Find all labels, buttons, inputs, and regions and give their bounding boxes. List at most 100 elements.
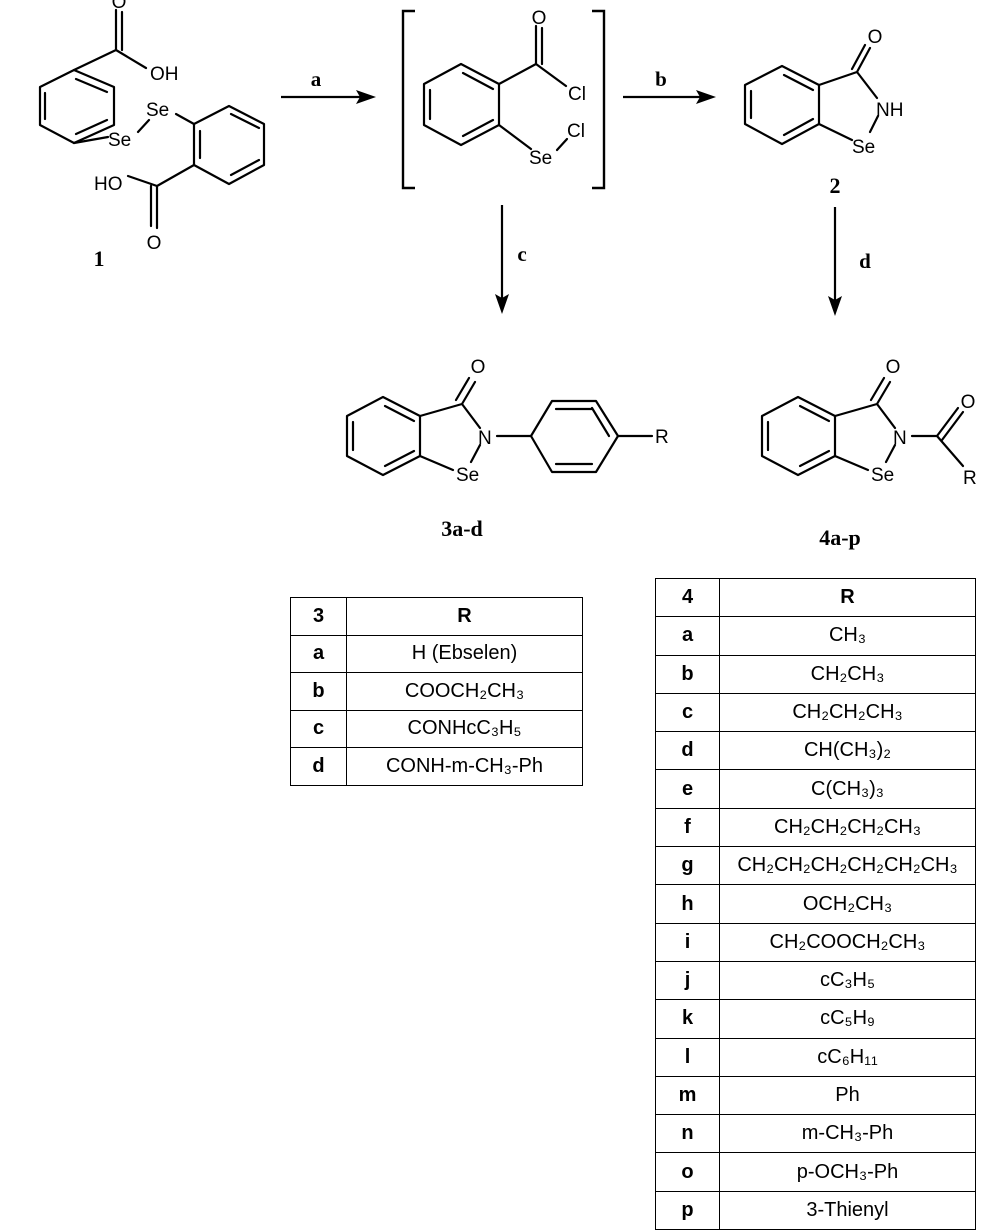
arrow-step-d bbox=[828, 207, 842, 316]
table-4-row-label: p bbox=[655, 1190, 720, 1230]
step-c-label: c bbox=[517, 242, 526, 266]
compound-1-selenium-a: Se bbox=[108, 130, 131, 151]
compound-4-structure: O N Se O R bbox=[760, 357, 977, 489]
table-3-row-r: COOCH₂CH₃ bbox=[346, 672, 583, 711]
table-3-row-r: CONH-m-CH₃-Ph bbox=[346, 747, 583, 786]
intermediate-right-bracket bbox=[592, 9, 606, 190]
table-4-row-label: b bbox=[655, 654, 720, 694]
intermediate-acyl-chlorine: Cl bbox=[568, 84, 586, 105]
compound-1-se-c-bond bbox=[174, 112, 196, 126]
compound-1-upper-ring-double-bonds bbox=[43, 77, 109, 136]
compound-4-acyl-oxygen: O bbox=[961, 392, 976, 413]
table-4-row-label: o bbox=[655, 1152, 720, 1192]
table-4-row-label: f bbox=[655, 807, 720, 848]
compound-3-five-ring-bonds bbox=[418, 376, 482, 472]
table-4-header-compound: 4 bbox=[655, 577, 720, 618]
intermediate-structure: O Cl Se Cl bbox=[422, 8, 586, 169]
compound-1-structure: O OH Se Se HO O bbox=[38, 0, 266, 254]
compound-2-five-ring-bonds bbox=[817, 43, 880, 142]
table-3-header-compound: 3 bbox=[290, 597, 347, 636]
table-4-row-label: a bbox=[655, 616, 720, 656]
table-3-row-r: CONHcC₃H₅ bbox=[346, 709, 583, 748]
table-4-row-r: Ph bbox=[719, 1075, 976, 1116]
compound-1-lower-carboxyl-bonds bbox=[126, 163, 196, 230]
compound-1-lower-ring-double-bonds bbox=[198, 112, 261, 177]
compound-1-lower-hydroxyl: HO bbox=[94, 174, 123, 195]
table-4-row-label: m bbox=[655, 1075, 720, 1116]
compound-4-acyl-bonds bbox=[910, 406, 965, 468]
table-4-row-r: cC₃H₅ bbox=[719, 960, 976, 1001]
intermediate-se-chlorine: Cl bbox=[567, 121, 585, 142]
intermediate-left-bracket bbox=[401, 9, 415, 190]
table-4-row-label: k bbox=[655, 999, 720, 1039]
table-4-row-r: cC₆H₁₁ bbox=[719, 1037, 976, 1077]
compound-4-ring-carbonyl-oxygen: O bbox=[886, 357, 901, 378]
table-4-row-r: p-OCH₃-Ph bbox=[719, 1152, 976, 1192]
intermediate-c-se-bond bbox=[497, 123, 533, 151]
compound-4-five-ring-bonds bbox=[833, 376, 897, 472]
compound-4-fused-ring-double-bonds bbox=[766, 404, 831, 468]
compound-4-nitrogen: N bbox=[893, 428, 907, 449]
intermediate-carbonyl-oxygen: O bbox=[532, 8, 547, 29]
intermediate-acyl-chloride-bonds bbox=[497, 24, 568, 88]
table-4-row-r: m-CH₃-Ph bbox=[719, 1114, 976, 1154]
compound-1-upper-carboxyl-bonds bbox=[72, 8, 148, 72]
table-4-header-r: R bbox=[719, 577, 976, 618]
table-4-row-r: cC₅H₉ bbox=[719, 999, 976, 1039]
table-4-row-r: CH₃ bbox=[719, 616, 976, 656]
step-d-label: d bbox=[859, 249, 871, 273]
table-4-row-r: C(CH₃)₃ bbox=[719, 769, 976, 809]
table-4-row-r: CH₂CH₂CH₂CH₂CH₂CH₃ bbox=[719, 846, 976, 886]
compound-1-lower-benzene-ring bbox=[192, 104, 266, 186]
table-4-row-label: g bbox=[655, 846, 720, 886]
table-4-row-r: CH(CH₃)₂ bbox=[719, 731, 976, 771]
compound-2-structure: O NH Se bbox=[743, 27, 903, 158]
compound-3-carbonyl-oxygen: O bbox=[471, 357, 486, 378]
compound-1-label: 1 bbox=[94, 246, 105, 271]
arrow-step-c bbox=[495, 205, 509, 314]
table-3-header-row: 3 R bbox=[290, 597, 583, 636]
table-4-row-label: j bbox=[655, 960, 720, 1001]
table-4-header-row: 4 R bbox=[655, 577, 976, 618]
compound-4-r-group: R bbox=[963, 468, 977, 489]
table-4-row-label: e bbox=[655, 769, 720, 809]
table-3-row-r: H (Ebselen) bbox=[346, 634, 583, 673]
table-4-row-label: n bbox=[655, 1114, 720, 1154]
table-4-row-label: h bbox=[655, 884, 720, 924]
compound-2-benzene-ring bbox=[743, 64, 821, 146]
compound-4-fused-benzene-ring bbox=[760, 395, 837, 477]
compound-3-phenyl-double-bonds bbox=[554, 406, 611, 466]
compound-1-lower-carbonyl-oxygen: O bbox=[147, 233, 162, 254]
table-4-row-label: d bbox=[655, 731, 720, 771]
table-4-row-r: CH₂COOCH₂CH₃ bbox=[719, 922, 976, 962]
table-4-row-label: i bbox=[655, 922, 720, 962]
step-b-label: b bbox=[655, 67, 667, 91]
compound-2-label: 2 bbox=[830, 173, 841, 198]
compound-1-selenium-b: Se bbox=[146, 100, 169, 121]
table-3-header-r: R bbox=[346, 597, 583, 636]
arrow-step-a bbox=[281, 90, 376, 104]
compound-2-carbonyl-oxygen: O bbox=[868, 27, 883, 48]
table-3-row-label: d bbox=[290, 747, 347, 786]
table-3-row-label: a bbox=[290, 634, 347, 673]
compound-2-selenium: Se bbox=[852, 137, 875, 158]
arrow-step-b bbox=[623, 90, 716, 104]
table-4-row-r: CH₂CH₃ bbox=[719, 654, 976, 694]
compound-1-upper-carbonyl-oxygen: O bbox=[112, 0, 127, 13]
compound-2-nh: NH bbox=[876, 100, 903, 121]
